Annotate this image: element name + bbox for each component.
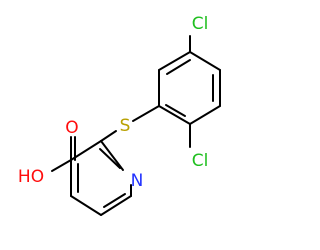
carboxylic-acid-group: [51, 136, 76, 172]
bond: [70, 195, 102, 216]
bond-phenyl-sulfur: [132, 105, 160, 122]
bond: [99, 148, 121, 169]
bond: [189, 105, 221, 125]
bond: [100, 140, 124, 171]
chlorine-label-bottom: Cl: [192, 151, 209, 171]
dichlorophenyl-ring: [158, 51, 221, 125]
bond: [166, 59, 191, 75]
pyridine-ring: [70, 140, 132, 216]
bond: [165, 104, 186, 117]
sulfur-label: S: [120, 116, 131, 136]
nitrogen-label: N: [131, 171, 144, 191]
bond: [158, 105, 191, 125]
structure-drawing: Cl Cl S O HO N: [18, 14, 221, 216]
hydroxyl-label: HO: [18, 167, 44, 187]
bond: [51, 159, 72, 172]
bond: [158, 51, 191, 71]
bond: [100, 195, 132, 216]
molecule-diagram: Cl Cl S O HO N: [18, 14, 221, 216]
bond-sulfur-pyridine: [100, 130, 117, 142]
chlorine-label-top: Cl: [192, 14, 209, 34]
bond: [103, 193, 126, 208]
bond: [189, 51, 221, 71]
oxygen-label: O: [65, 118, 78, 138]
